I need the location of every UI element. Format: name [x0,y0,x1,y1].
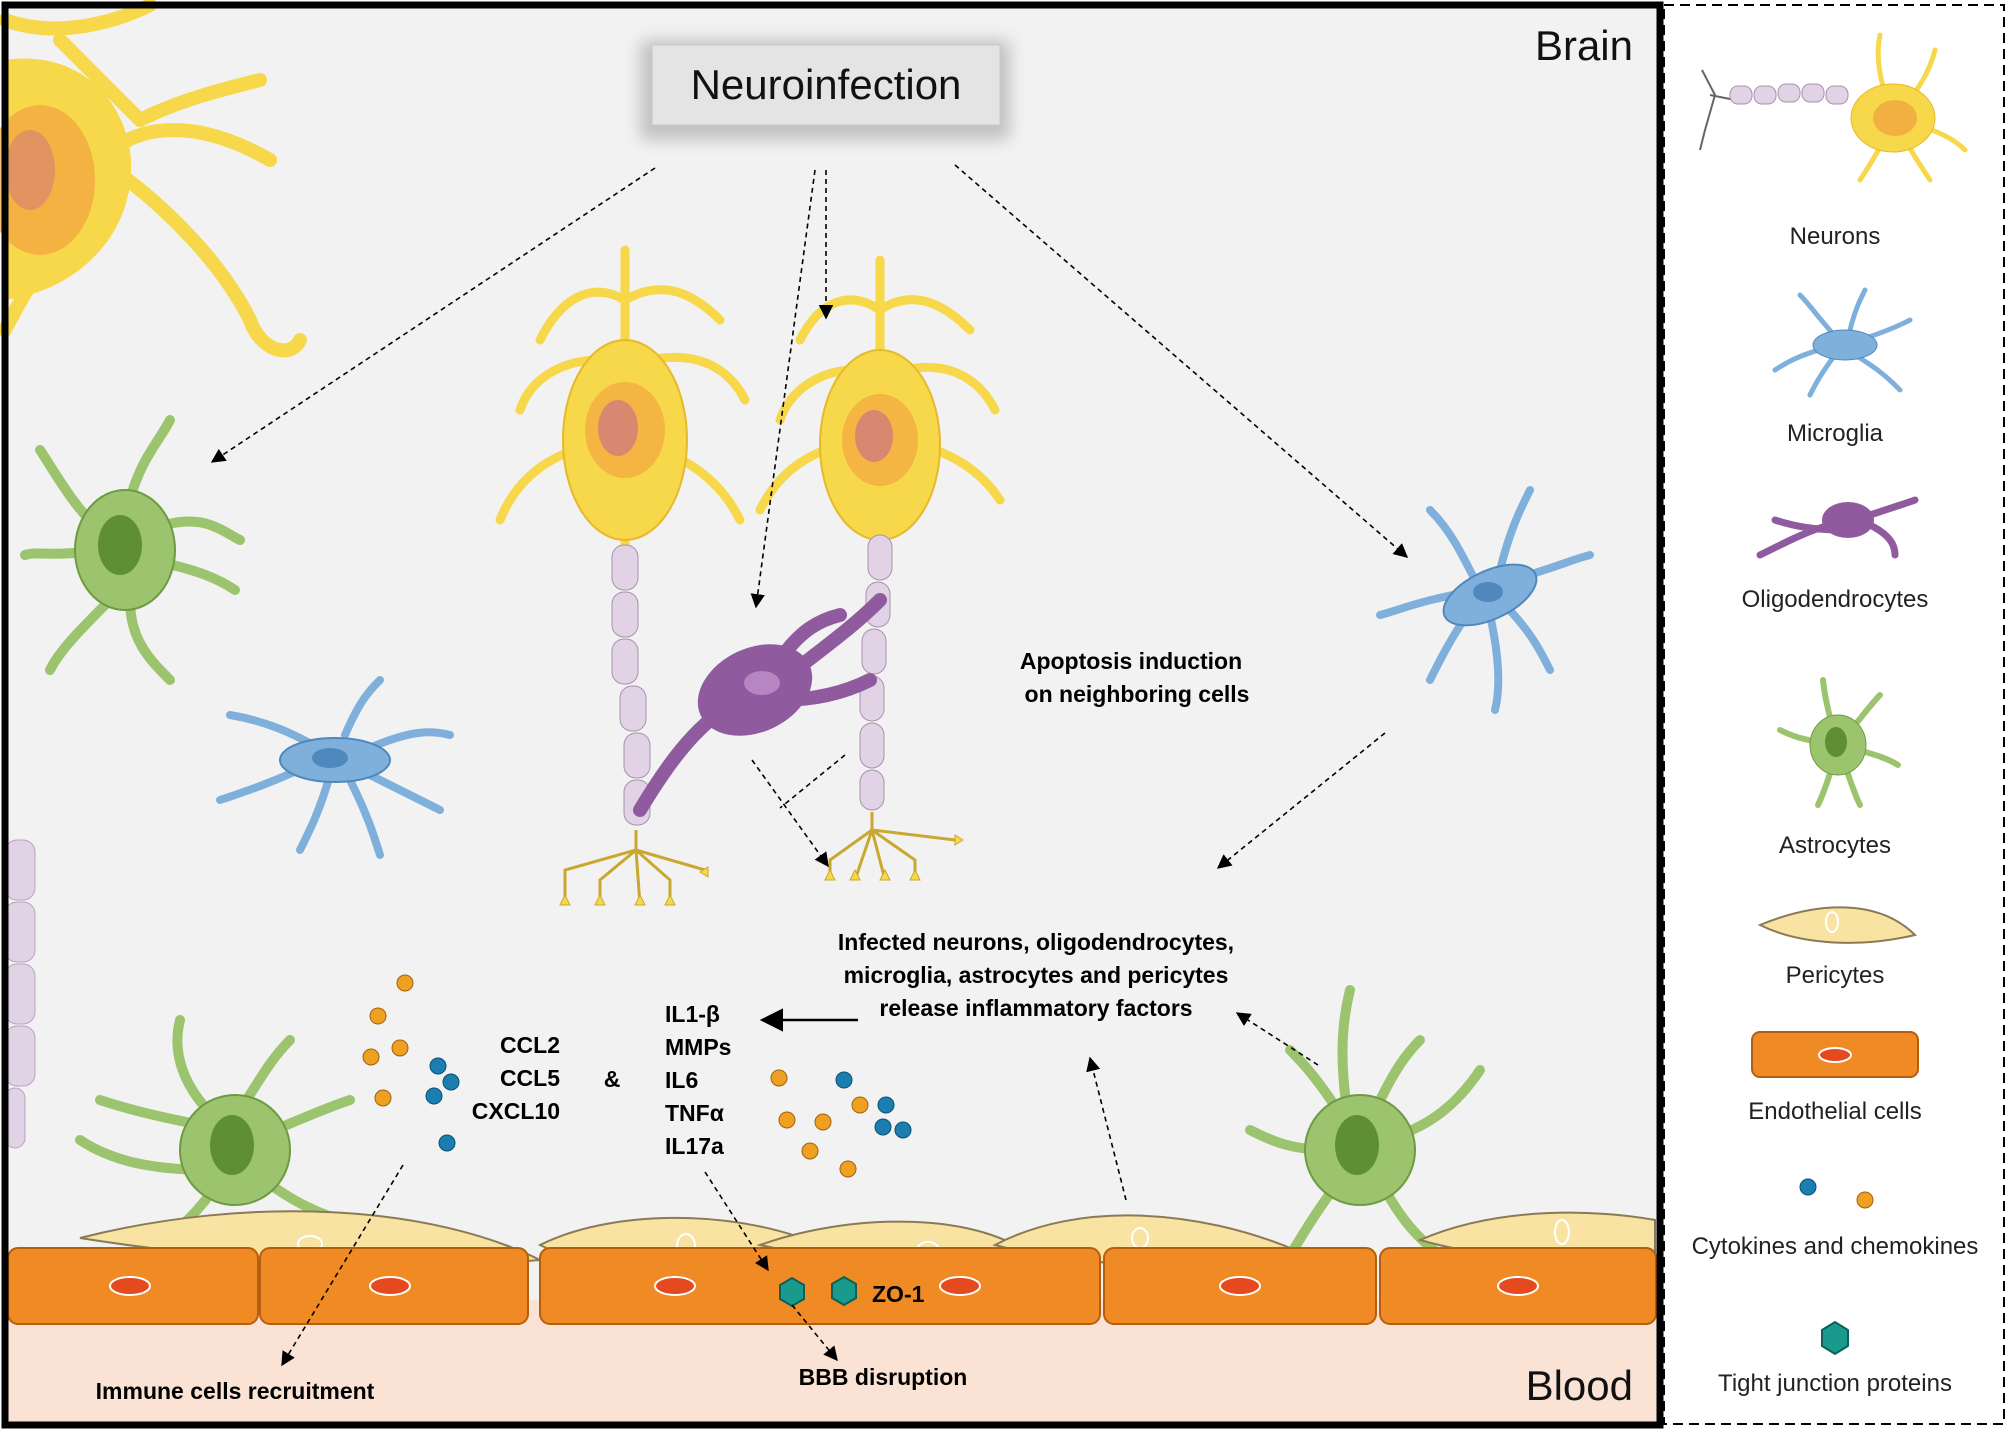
arrow-to-tight-junction [704,1171,769,1272]
pericyte-icon [1757,906,1917,944]
arrow-to-astrocyte [210,167,656,463]
release-label-line1: Infected neurons, oligodendrocytes, [838,929,1234,955]
chemokine-label: CCL5 [500,1065,560,1091]
cytokine-dots-left [362,974,460,1152]
neuron-right [755,255,1005,881]
legend-label: Cytokines and chemokines [1692,1233,1979,1260]
release-label-line2: microglia, astrocytes and pericytes [844,962,1229,988]
microglia-right [1376,486,1594,714]
arrow-to-immune-recruitment [281,1164,404,1367]
title-text: Neuroinfection [691,61,962,108]
apoptosis-label-line1: Apoptosis induction [1020,648,1242,674]
arrow-oligo-to-release [751,759,829,868]
arrow-to-bbb-disruption [791,1304,838,1362]
tight-junction-proteins [779,1275,857,1308]
neuron-icon [1699,32,1968,183]
cytokine-label: IL6 [665,1067,698,1093]
legend-label: Astrocytes [1779,832,1891,859]
blood-label: Blood [1526,1362,1633,1409]
chemokine-label: CXCL10 [472,1098,560,1124]
neuron-left [495,245,750,906]
legend-label: Neurons [1790,223,1881,250]
cytokine-label: TNFα [665,1100,724,1126]
endothelial-cell-icon [1751,1031,1919,1078]
cytokine-dots-icon [1799,1178,1874,1209]
astrocyte-icon [1777,677,1901,808]
microglia-left [216,676,454,859]
arrow-to-microglia [954,164,1409,558]
astrocyte-left-upper [20,415,245,685]
release-label-line3: release inflammatory factors [879,995,1192,1021]
tight-junction-icon [1821,1320,1849,1356]
cytokine-label: IL17a [665,1133,724,1159]
arrow-astrocyte-to-release [1235,1012,1319,1066]
brain-label: Brain [1535,22,1633,69]
astrocyte-bottom-left [75,1015,355,1245]
line-neuron-to-release [779,754,846,809]
microglia-icon [1772,287,1913,398]
bbb-disruption-label: BBB disruption [799,1364,968,1390]
arrows [210,164,1409,1367]
neuroinfection-title-box: Neuroinfection [640,40,1010,140]
main-panel-border [1,1,1664,1429]
legend-panel: Neurons Microglia Oligodendrocytes Astro… [1663,4,2005,1425]
zo1-label: ZO-1 [872,1281,925,1307]
legend-label: Microglia [1787,420,1884,447]
legend-label: Pericytes [1786,962,1885,989]
background-neuron-cell [0,0,307,358]
annotations: Apoptosis induction on neighboring cells… [96,648,1250,1404]
legend-label: Endothelial cells [1748,1098,1921,1125]
immune-recruitment-label: Immune cells recruitment [96,1378,375,1404]
ampersand-label: & [604,1066,621,1092]
arrow-to-oligodendrocyte [750,169,816,609]
legend-label: Tight junction proteins [1718,1370,1952,1397]
oligodendrocyte-center [633,593,887,817]
apoptosis-label-line2: on neighboring cells [1025,681,1250,707]
chemokine-label: CCL2 [500,1032,560,1058]
astrocyte-bottom-right [1245,985,1485,1260]
legend-label: Oligodendrocytes [1742,586,1929,613]
arrow-pericyte-to-release [1086,1056,1127,1201]
endothelial-layer [7,1247,1657,1325]
cytokine-label: MMPs [665,1034,731,1060]
background-axon [4,839,36,1149]
cytokine-dots-right [770,1069,912,1178]
oligodendrocyte-icon [1756,496,1919,559]
cytokine-label: IL1-β [665,1001,720,1027]
